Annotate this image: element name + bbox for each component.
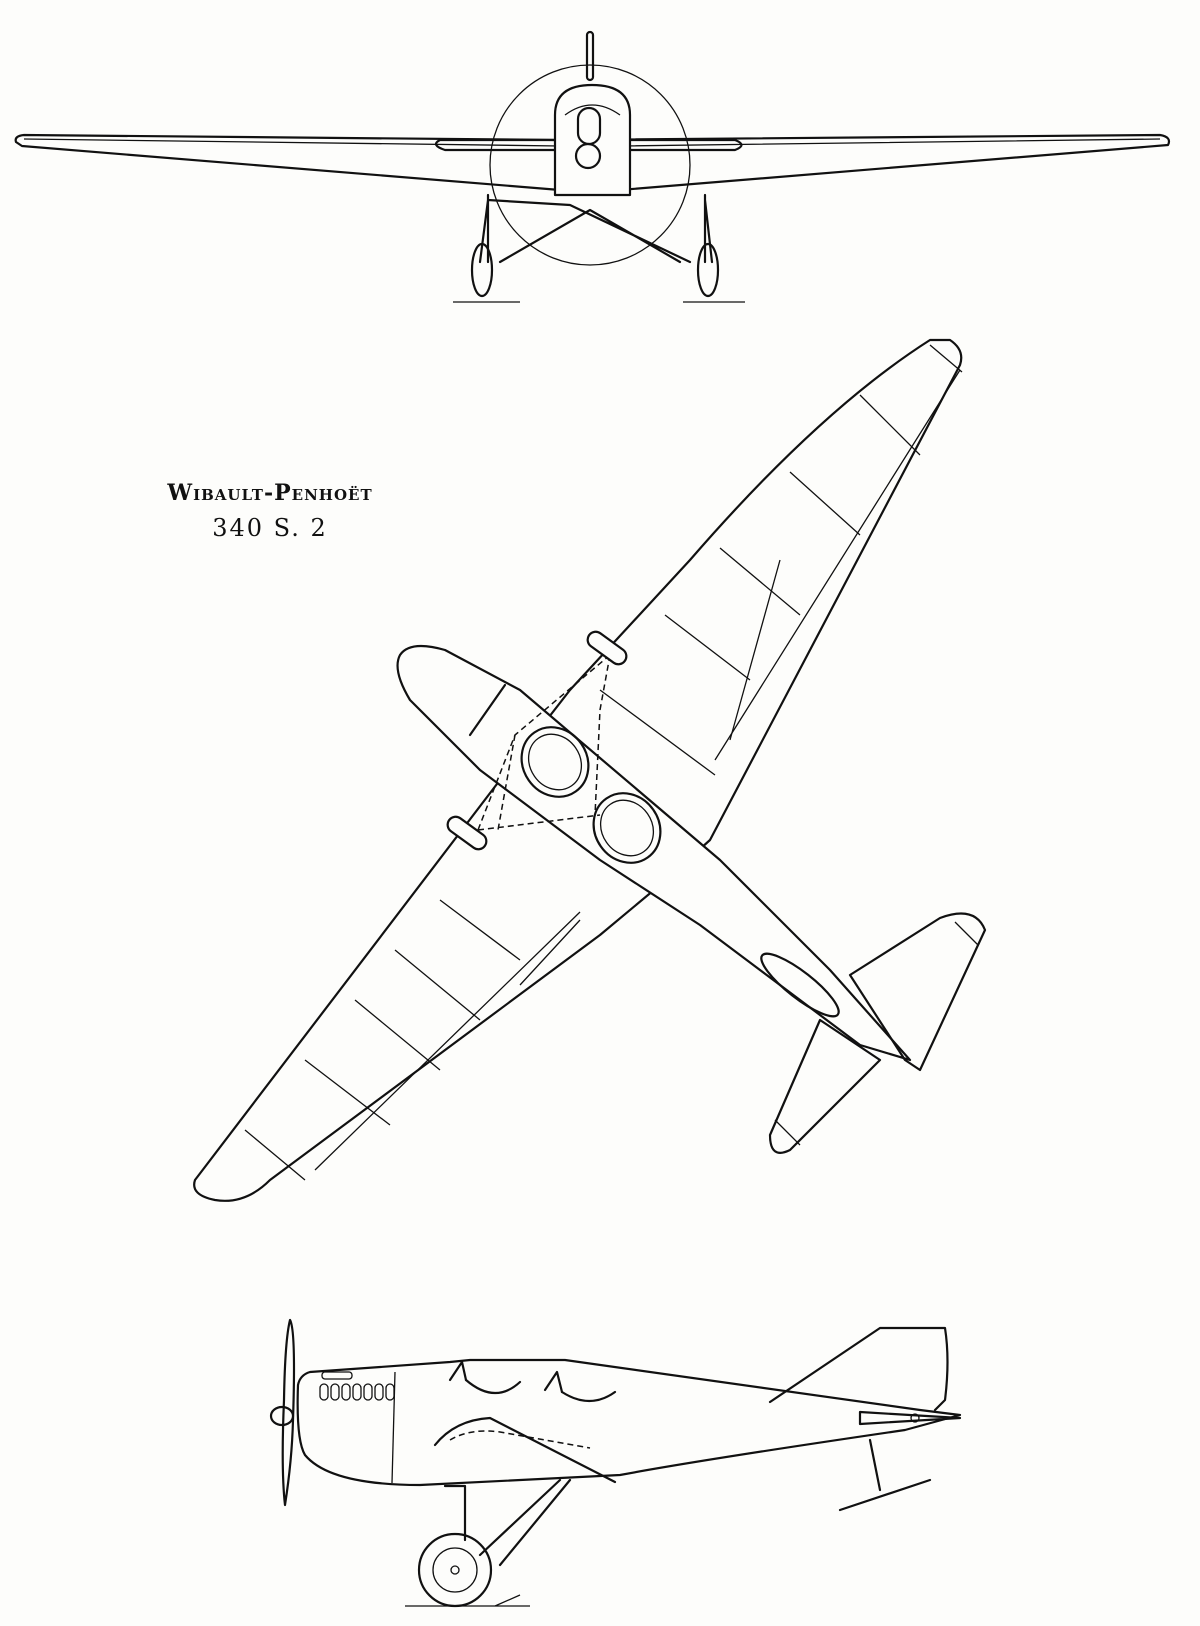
side-view — [269, 1318, 962, 1608]
front-fuselage — [553, 83, 632, 197]
plan-tailplane-lower — [768, 1018, 882, 1154]
side-propeller — [281, 1318, 296, 1507]
plan-wing — [193, 338, 963, 1202]
plan-tailplane — [848, 912, 987, 1072]
plan-front-cockpit — [520, 726, 590, 798]
aircraft-name: Wibault-Penhoët — [167, 480, 373, 506]
side-fin — [768, 1326, 949, 1412]
side-fuselage — [296, 1358, 962, 1487]
front-view — [14, 30, 1171, 303]
side-tail-skid — [838, 1438, 932, 1512]
front-prop-blade — [585, 30, 595, 82]
side-main-gear — [443, 1478, 572, 1567]
aircraft-model: 340 S. 2 — [212, 514, 328, 542]
side-windscreen-front — [448, 1360, 468, 1382]
drawing-title: Wibault-Penhoët 340 S. 2 — [140, 480, 400, 542]
side-tailplane — [858, 1410, 962, 1426]
front-tailplane — [434, 138, 743, 152]
front-engine-opening — [574, 142, 602, 170]
front-right-wheel — [696, 242, 720, 298]
propeller-disc — [489, 64, 691, 266]
plan-rear-cockpit — [592, 792, 662, 864]
side-spinner — [269, 1405, 295, 1427]
side-main-wheel — [417, 1532, 493, 1608]
plan-gear-pod-left — [446, 815, 488, 851]
side-windscreen-rear — [543, 1370, 564, 1394]
plan-gear-pod-right — [586, 630, 628, 666]
front-wing — [14, 133, 1171, 192]
front-left-wheel — [470, 242, 494, 298]
side-exhaust-ports — [319, 1371, 395, 1401]
plan-view — [193, 338, 987, 1202]
plan-belly-slot — [760, 952, 840, 1018]
side-wing-root — [433, 1416, 617, 1484]
